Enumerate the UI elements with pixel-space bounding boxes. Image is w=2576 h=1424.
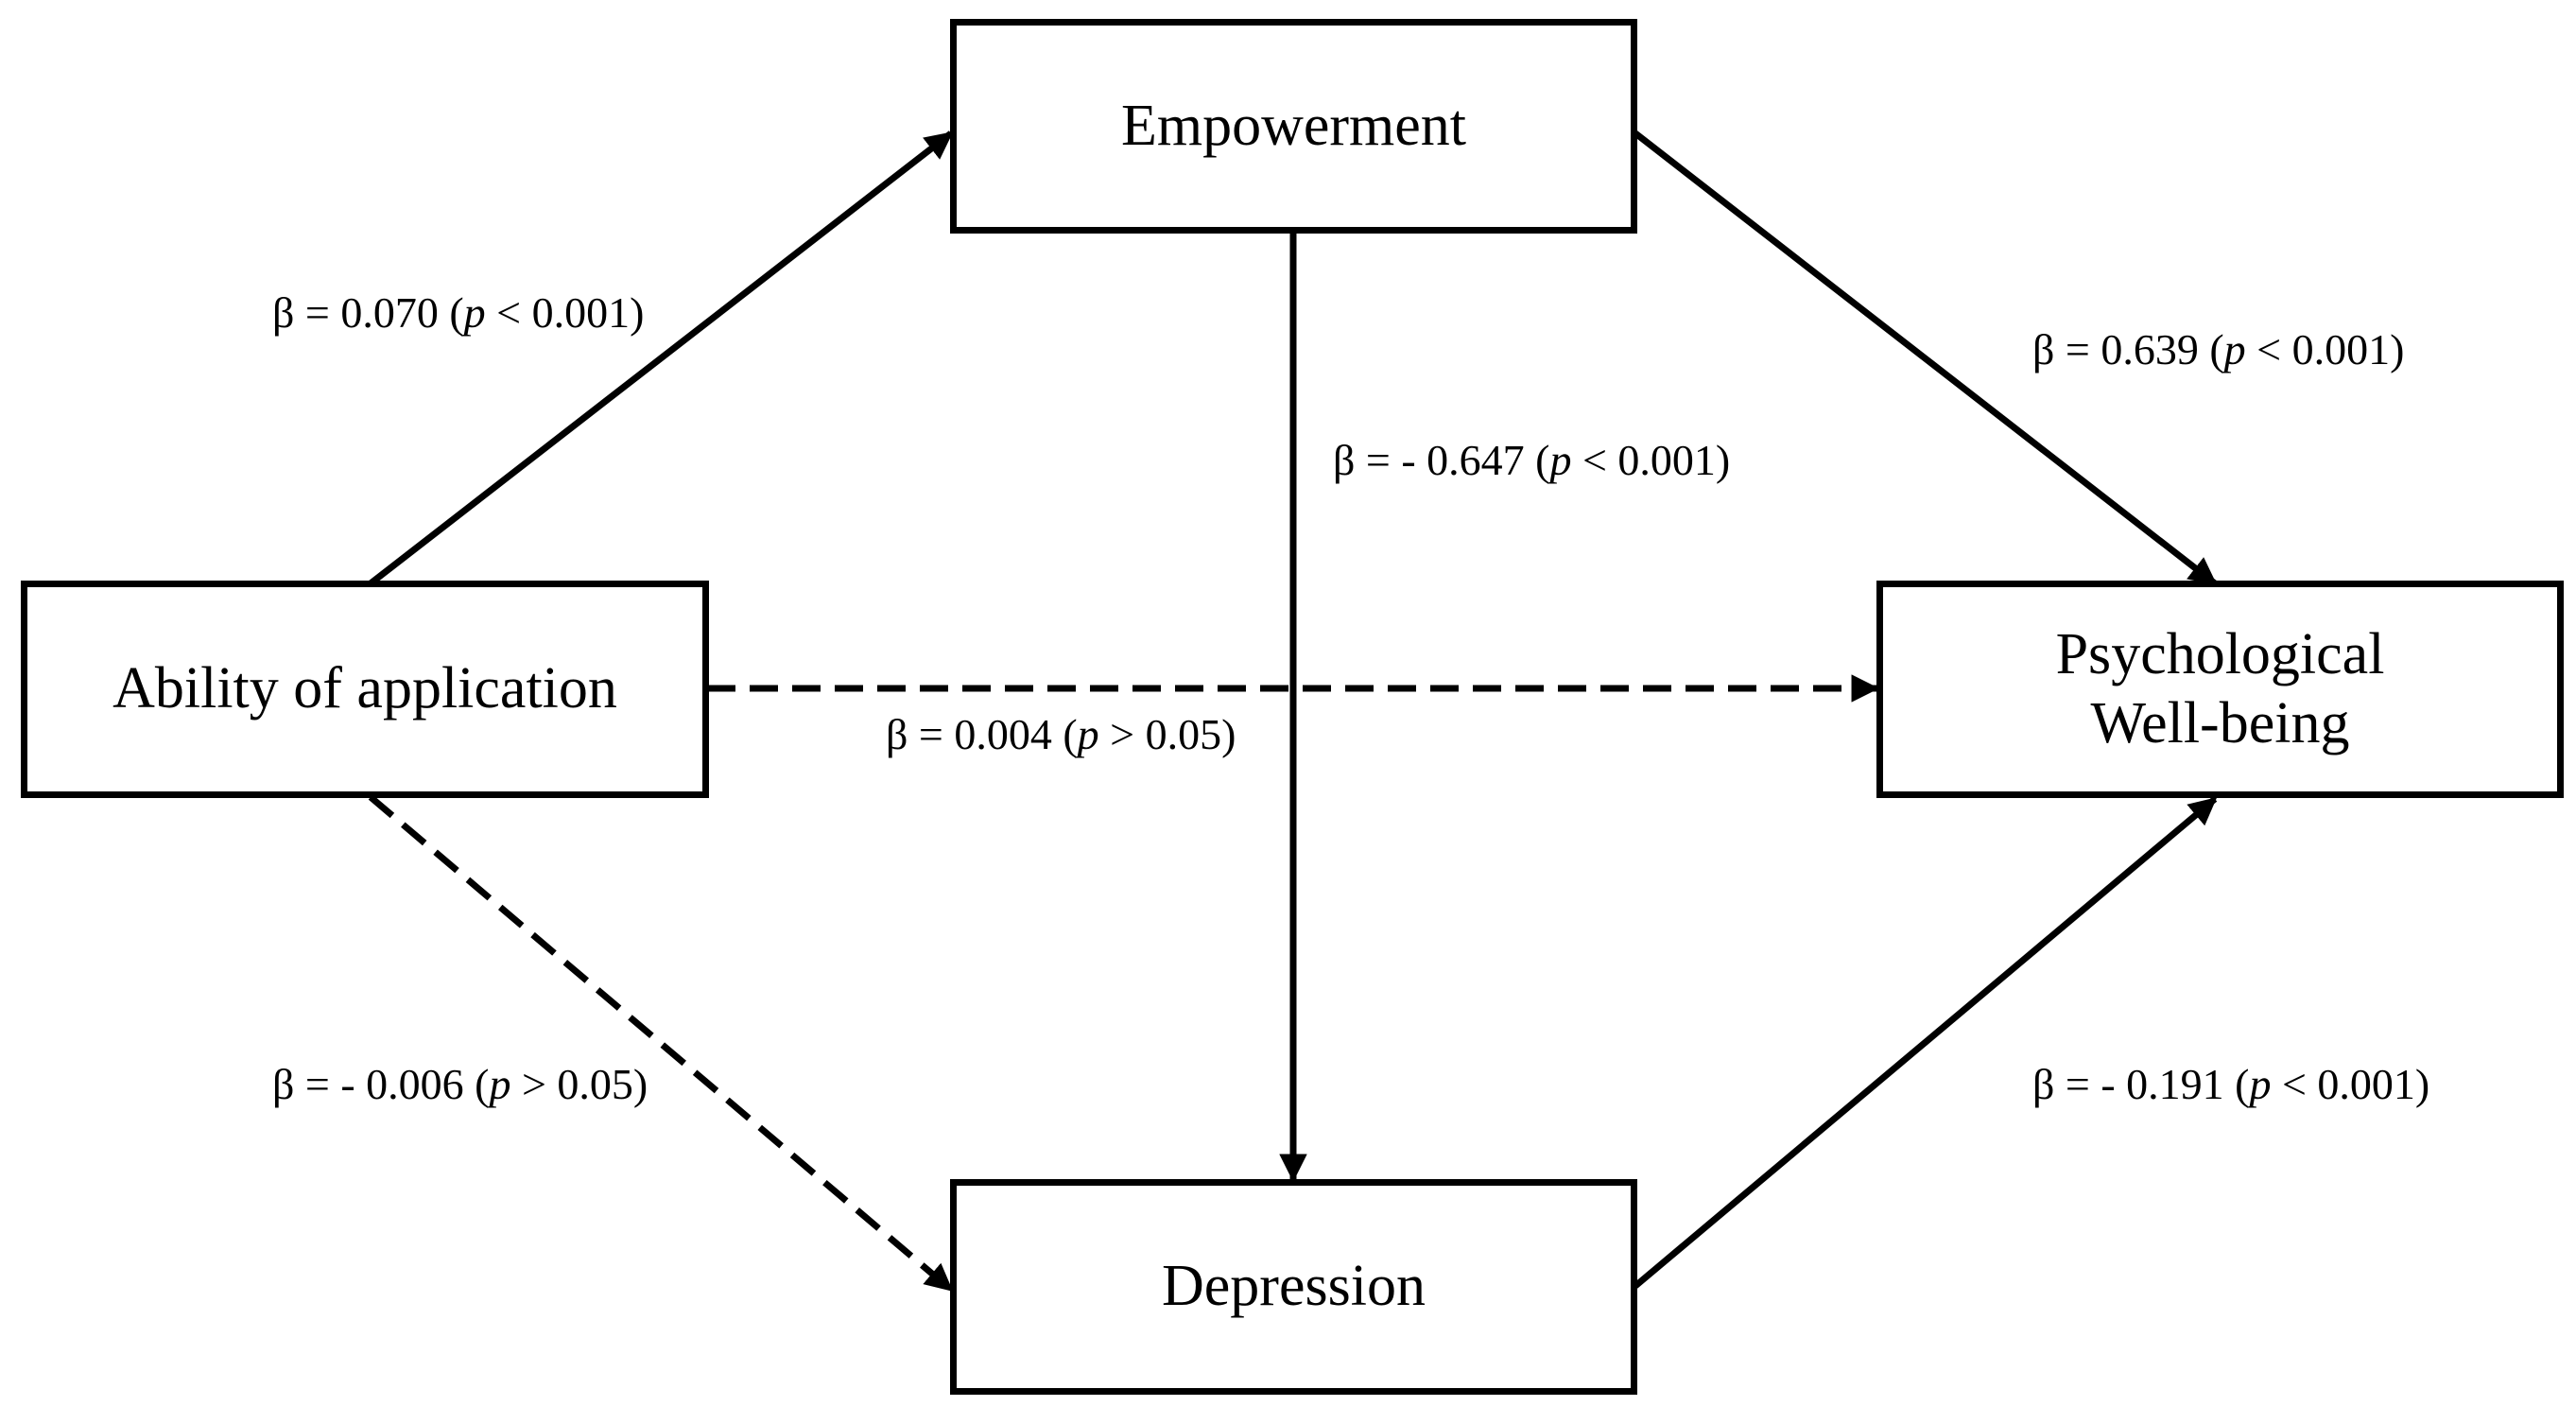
arrow-ability-to-depression bbox=[368, 794, 954, 1293]
node-depression-label: Depression bbox=[1162, 1254, 1426, 1319]
node-psychological-wellbeing: Psychological Well-being bbox=[1876, 581, 2564, 798]
coef-empowerment-wellbeing: β = 0.639 (p < 0.001) bbox=[2032, 325, 2405, 373]
node-ability-label: Ability of application bbox=[112, 656, 617, 721]
node-wellbeing-label: Psychological Well-being bbox=[2055, 621, 2385, 755]
arrow-empowerment-to-wellbeing bbox=[1633, 130, 2218, 586]
node-empowerment-label: Empowerment bbox=[1120, 93, 1466, 158]
coef-ability-empowerment: β = 0.070 (p < 0.001) bbox=[272, 288, 645, 337]
coef-ability-wellbeing: β = 0.004 (p > 0.05) bbox=[886, 710, 1236, 758]
node-ability-of-application: Ability of application bbox=[21, 581, 709, 798]
arrow-ability-to-empowerment bbox=[368, 130, 954, 586]
arrow-depression-to-wellbeing bbox=[1633, 796, 2218, 1289]
coef-ability-depression: β = - 0.006 (p > 0.05) bbox=[272, 1060, 648, 1108]
node-empowerment: Empowerment bbox=[950, 19, 1637, 234]
coef-empowerment-depression: β = - 0.647 (p < 0.001) bbox=[1333, 436, 1731, 484]
coef-depression-wellbeing: β = - 0.191 (p < 0.001) bbox=[2032, 1060, 2430, 1108]
node-depression: Depression bbox=[950, 1179, 1637, 1395]
